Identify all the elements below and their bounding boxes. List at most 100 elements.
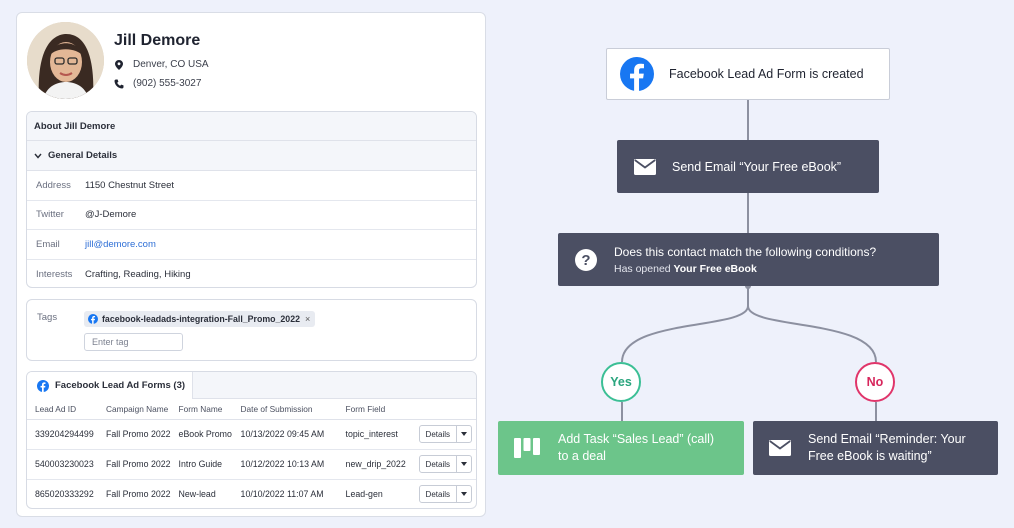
table-row: 339204294499 Fall Promo 2022 eBook Promo… xyxy=(27,419,476,450)
cell-form-name: New-lead xyxy=(178,489,216,500)
tag-text: facebook-leadads-integration-Fall_Promo_… xyxy=(102,314,300,324)
avatar-photo xyxy=(27,22,104,99)
column-header: Form Field xyxy=(337,399,411,420)
cell-date: 10/12/2022 10:13 AM xyxy=(232,449,338,480)
add-task-text: Add Task “Sales Lead” (call) to a deal xyxy=(558,431,714,465)
email-link[interactable]: jill@demore.com xyxy=(85,238,156,250)
cell-form-field: topic_interest xyxy=(337,419,411,450)
about-panel: About Jill Demore General Details Addres… xyxy=(26,111,477,288)
chevron-down-icon xyxy=(34,153,42,159)
flow-trigger-node[interactable]: Facebook Lead Ad Form is created xyxy=(606,48,890,100)
reminder-email-line2: Free eBook is waiting” xyxy=(808,449,932,463)
cell-date: 10/10/2022 11:07 AM xyxy=(240,489,324,500)
cell-actions: Details xyxy=(410,449,476,480)
question-icon: ? xyxy=(575,248,597,271)
add-task-line1: Add Task “Sales Lead” (call) xyxy=(558,432,715,446)
field-label: Address xyxy=(36,179,71,191)
tag-chip[interactable]: facebook-leadads-integration-Fall_Promo_… xyxy=(84,311,316,327)
location-pin-icon xyxy=(114,59,124,70)
cell-campaign: Fall Promo 2022 xyxy=(98,419,171,450)
yes-branch-badge: Yes xyxy=(601,362,641,402)
cell-form-field: new_drip_2022 xyxy=(337,449,411,480)
details-label: Details xyxy=(420,456,457,472)
flow-condition-node[interactable]: ? Does this contact match the following … xyxy=(558,233,939,286)
caret-down-icon[interactable] xyxy=(457,426,471,442)
field-row-email: Email jill@demore.com xyxy=(27,230,476,260)
table-row: 865020333292 Fall Promo 2022 New-lead 10… xyxy=(27,479,476,508)
caret-down-icon[interactable] xyxy=(457,456,471,472)
contact-card: Jill Demore Denver, CO USA (902) 555-302… xyxy=(16,12,486,517)
cell-date: 10/13/2022 09:45 AM xyxy=(232,419,338,450)
cell-lead-id: 339204294499 xyxy=(27,419,98,450)
contact-name: Jill Demore xyxy=(114,32,201,49)
trigger-label: Facebook Lead Ad Form is created xyxy=(669,67,864,81)
field-value: Crafting, Reading, Hiking xyxy=(85,268,191,280)
column-header: Form Name xyxy=(170,399,233,420)
field-label: Email xyxy=(36,238,60,250)
field-value: 1150 Chestnut Street xyxy=(85,179,175,191)
kanban-task-icon xyxy=(514,438,540,458)
column-header-actions xyxy=(410,399,476,420)
details-button[interactable]: Details xyxy=(418,485,472,504)
condition-subtitle: Has opened Your Free eBook xyxy=(614,263,876,275)
connector-yes-branch xyxy=(621,286,749,363)
details-label: Details xyxy=(420,426,457,442)
cell-actions: Details xyxy=(410,419,476,450)
condition-text: Does this contact match the following co… xyxy=(614,245,876,275)
svg-text:?: ? xyxy=(581,252,590,269)
about-title: About Jill Demore xyxy=(27,112,476,141)
flow-send-email-node[interactable]: Send Email “Your Free eBook” xyxy=(617,140,879,193)
send-email-label: Send Email “Your Free eBook” xyxy=(672,159,842,174)
condition-title: Does this contact match the following co… xyxy=(614,244,877,259)
reminder-email-line1: Send Email “Reminder: Your xyxy=(808,432,966,446)
field-label: Interests xyxy=(36,268,73,280)
details-label: Details xyxy=(420,486,457,503)
table-row: 540003230023 Fall Promo 2022 Intro Guide… xyxy=(27,449,476,480)
cell-lead-id: 540003230023 xyxy=(27,449,98,480)
field-label: Twitter xyxy=(36,209,64,221)
column-header: Date of Submission xyxy=(232,399,338,420)
column-header: Lead Ad ID xyxy=(27,399,98,420)
cell-campaign: Fall Promo 2022 xyxy=(106,489,171,500)
envelope-icon xyxy=(769,440,791,456)
cell-form-field: Lead-gen xyxy=(345,489,383,500)
connector-no-branch xyxy=(747,305,877,363)
contact-phone: (902) 555-3027 xyxy=(114,78,201,89)
details-button[interactable]: Details xyxy=(418,425,472,443)
facebook-icon xyxy=(620,57,654,91)
details-button[interactable]: Details xyxy=(418,455,472,473)
cell-form-name: Intro Guide xyxy=(170,449,233,480)
general-details-toggle[interactable]: General Details xyxy=(27,141,476,171)
phone-icon xyxy=(114,79,124,89)
tag-remove-icon[interactable]: × xyxy=(305,314,311,324)
flow-reminder-email-node[interactable]: Send Email “Reminder: Your Free eBook is… xyxy=(753,421,998,475)
facebook-icon xyxy=(88,314,98,324)
flow-add-task-node[interactable]: Add Task “Sales Lead” (call) to a deal xyxy=(498,421,744,475)
lead-forms-tabbar: Facebook Lead Ad Forms (3) xyxy=(27,372,476,399)
no-branch-badge: No xyxy=(855,362,895,402)
envelope-icon xyxy=(634,158,656,175)
contact-location: Denver, CO USA xyxy=(114,59,209,70)
caret-down-icon[interactable] xyxy=(457,486,471,502)
field-row-address: Address 1150 Chestnut Street xyxy=(27,171,476,201)
tab-label: Facebook Lead Ad Forms (3) xyxy=(55,380,186,391)
lead-forms-table: Lead Ad ID Campaign Name Form Name Date … xyxy=(27,399,476,508)
tab-facebook-lead-ad-forms[interactable]: Facebook Lead Ad Forms (3) xyxy=(27,372,193,399)
add-task-line2: to a deal xyxy=(558,449,606,463)
cell-form-name: eBook Promo xyxy=(170,419,233,450)
field-value: @J-Demore xyxy=(85,209,137,221)
cell-lead-id: 865020333292 xyxy=(35,489,94,500)
cell-campaign: Fall Promo 2022 xyxy=(98,449,171,480)
field-row-twitter: Twitter @J-Demore xyxy=(27,201,476,230)
tags-panel: Tags facebook-leadads-integration-Fall_P… xyxy=(26,299,477,361)
reminder-email-text: Send Email “Reminder: Your Free eBook is… xyxy=(808,431,966,465)
phone-text[interactable]: (902) 555-3027 xyxy=(133,78,202,89)
condition-sub-prefix: Has opened xyxy=(614,262,674,275)
tags-label: Tags xyxy=(37,312,58,323)
location-text: Denver, CO USA xyxy=(133,59,209,70)
column-header: Campaign Name xyxy=(98,399,171,420)
enter-tag-input[interactable] xyxy=(84,333,183,351)
field-row-interests: Interests Crafting, Reading, Hiking xyxy=(27,260,476,288)
general-details-label: General Details xyxy=(48,150,118,161)
table-header-row: Lead Ad ID Campaign Name Form Name Date … xyxy=(27,399,476,420)
